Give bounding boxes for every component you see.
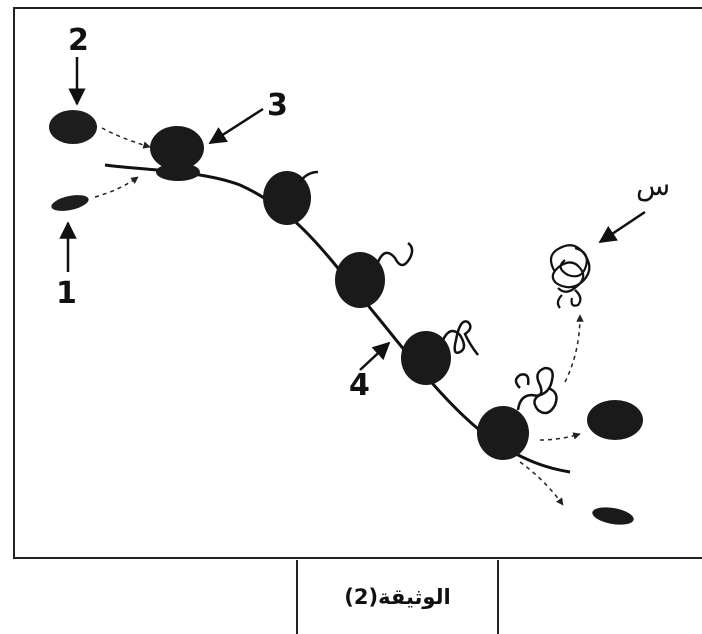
- folded-protein: [549, 244, 591, 309]
- large-subunit-free: [49, 110, 97, 144]
- polypeptide-5: [514, 366, 558, 415]
- ribosome-1-small: [156, 163, 200, 181]
- label-4: 4: [349, 368, 370, 403]
- ribosome-4: [401, 331, 451, 385]
- assembly-arrow-large: [101, 127, 151, 149]
- ribosome-5: [477, 406, 529, 460]
- label-2: 2: [68, 23, 89, 58]
- arrow-s: [598, 210, 646, 244]
- label-3: 3: [267, 88, 288, 123]
- caption-title: الوثيقة(2): [344, 585, 451, 609]
- small-subunit-released: [592, 507, 634, 525]
- figure-frame: [13, 7, 702, 559]
- arrow-3: [208, 107, 264, 145]
- ribosome-1: [150, 126, 204, 170]
- release-arrow-large: [539, 432, 581, 441]
- ribosome-2: [263, 171, 311, 225]
- assembly-arrow-small: [94, 176, 139, 198]
- small-subunit-free: [51, 195, 89, 211]
- polypeptide-4: [441, 320, 479, 356]
- label-1: 1: [56, 276, 77, 311]
- polypeptide-3: [376, 241, 414, 267]
- large-subunit-released: [587, 400, 643, 440]
- release-arrow-protein: [564, 314, 584, 383]
- caption-box: الوثيقة(2): [296, 560, 499, 634]
- ribosome-3: [335, 252, 385, 308]
- polypeptide-2: [298, 170, 319, 183]
- label-s: س: [636, 169, 670, 202]
- arrow-4: [359, 341, 391, 371]
